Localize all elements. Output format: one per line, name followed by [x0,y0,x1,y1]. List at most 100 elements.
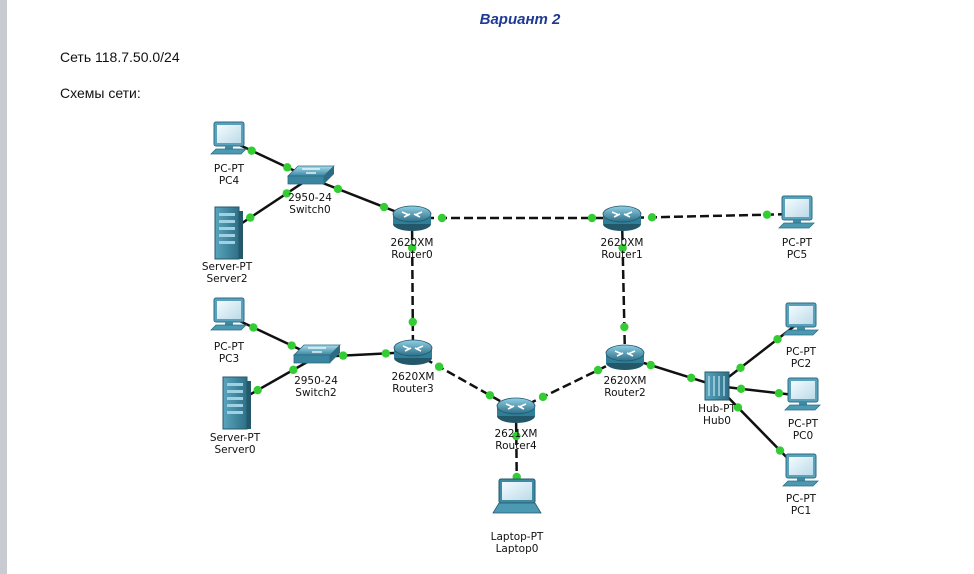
device-name-label: Server0 [214,444,255,456]
link-status-light [485,391,495,400]
device-name-label: Router2 [604,387,645,399]
device-name-label: Switch0 [289,204,330,216]
link-status-light [283,163,292,172]
link-status-light [646,360,655,370]
link-status-light [593,365,603,375]
device-model-label: Laptop-PT [491,531,544,543]
link-status-light [773,335,782,344]
device-model-label: 2621XM [495,428,538,440]
device-name-label: Server2 [206,273,247,285]
link-status-light [338,351,348,360]
link-status-light [647,213,657,222]
device-name-label: PC2 [791,358,811,370]
link-status-light [618,243,627,253]
link-router0-router1 [412,213,622,223]
link-status-light [736,384,746,393]
link-status-light [282,189,291,198]
pc-icon [210,297,247,331]
link-router3-router4 [412,350,517,412]
device-model-label: 2950-24 [288,192,332,204]
device-name-label: Router1 [601,249,642,261]
pc-icon [782,453,819,487]
device-name-label: Router4 [495,440,537,452]
router-icon [392,205,432,231]
device-model-label: PC-PT [214,341,245,353]
device-name-label: Hub0 [703,415,731,427]
link-router1-router2 [618,217,629,358]
device-name-label: PC4 [219,175,240,187]
link-status-light [253,385,262,395]
page-title: Вариант 2 [479,11,561,28]
server-icon [222,376,251,430]
link-status-light [333,184,343,194]
device-name-label: PC5 [787,249,807,261]
link-status-light [408,243,417,253]
device-name-label: Switch2 [295,387,336,399]
pc-icon [784,377,821,411]
device-model-label: 2950-24 [294,375,338,387]
link-status-light [774,389,784,398]
link-status-light [381,349,391,358]
device-name-label: PC3 [219,353,239,365]
device-model-label: 2620XM [601,237,644,249]
link-status-light [249,323,258,332]
device-model-label: 2620XM [391,237,434,249]
server-icon [214,206,243,260]
device-name-label: PC0 [793,430,813,442]
link-status-light [775,446,785,455]
link-status-light [437,213,447,223]
device-model-label: PC-PT [786,346,817,358]
device-name-label: Laptop0 [496,543,539,555]
device-model-label: 2620XM [604,375,647,387]
device-model-label: PC-PT [782,237,813,249]
router-icon [496,397,536,423]
schemes-heading: Схемы сети: [60,85,141,101]
link-status-light [733,403,743,412]
device-model-label: PC-PT [788,418,819,430]
device-model-label: 2620XM [392,371,435,383]
pc-icon [778,195,815,229]
link-status-light [587,213,597,223]
nodes-layer: PC-PTPC42950-24Switch0Server-PTServer226… [202,121,821,555]
router-icon [393,339,433,365]
link-status-light [762,210,772,219]
link-status-light [736,363,745,372]
laptop-icon [492,478,542,514]
device-name-label: Router0 [391,249,432,261]
link-status-light [620,322,629,332]
device-model-label: PC-PT [786,493,817,505]
pc-icon [210,121,247,155]
device-model-label: PC-PT [214,163,245,175]
hub-icon [704,371,730,401]
link-status-light [287,341,296,350]
device-name-label: PC1 [791,505,811,517]
link-router4-router2 [515,355,626,412]
link-router0-router3 [408,217,417,353]
device-name-label: Router3 [392,383,433,395]
link-status-light [687,373,696,383]
router-icon [605,344,645,370]
network-address: Сеть 118.7.50.0/24 [60,49,180,65]
link-status-light [512,431,521,441]
link-status-light [289,365,298,375]
router-icon [602,205,642,231]
link-status-light [246,213,255,222]
